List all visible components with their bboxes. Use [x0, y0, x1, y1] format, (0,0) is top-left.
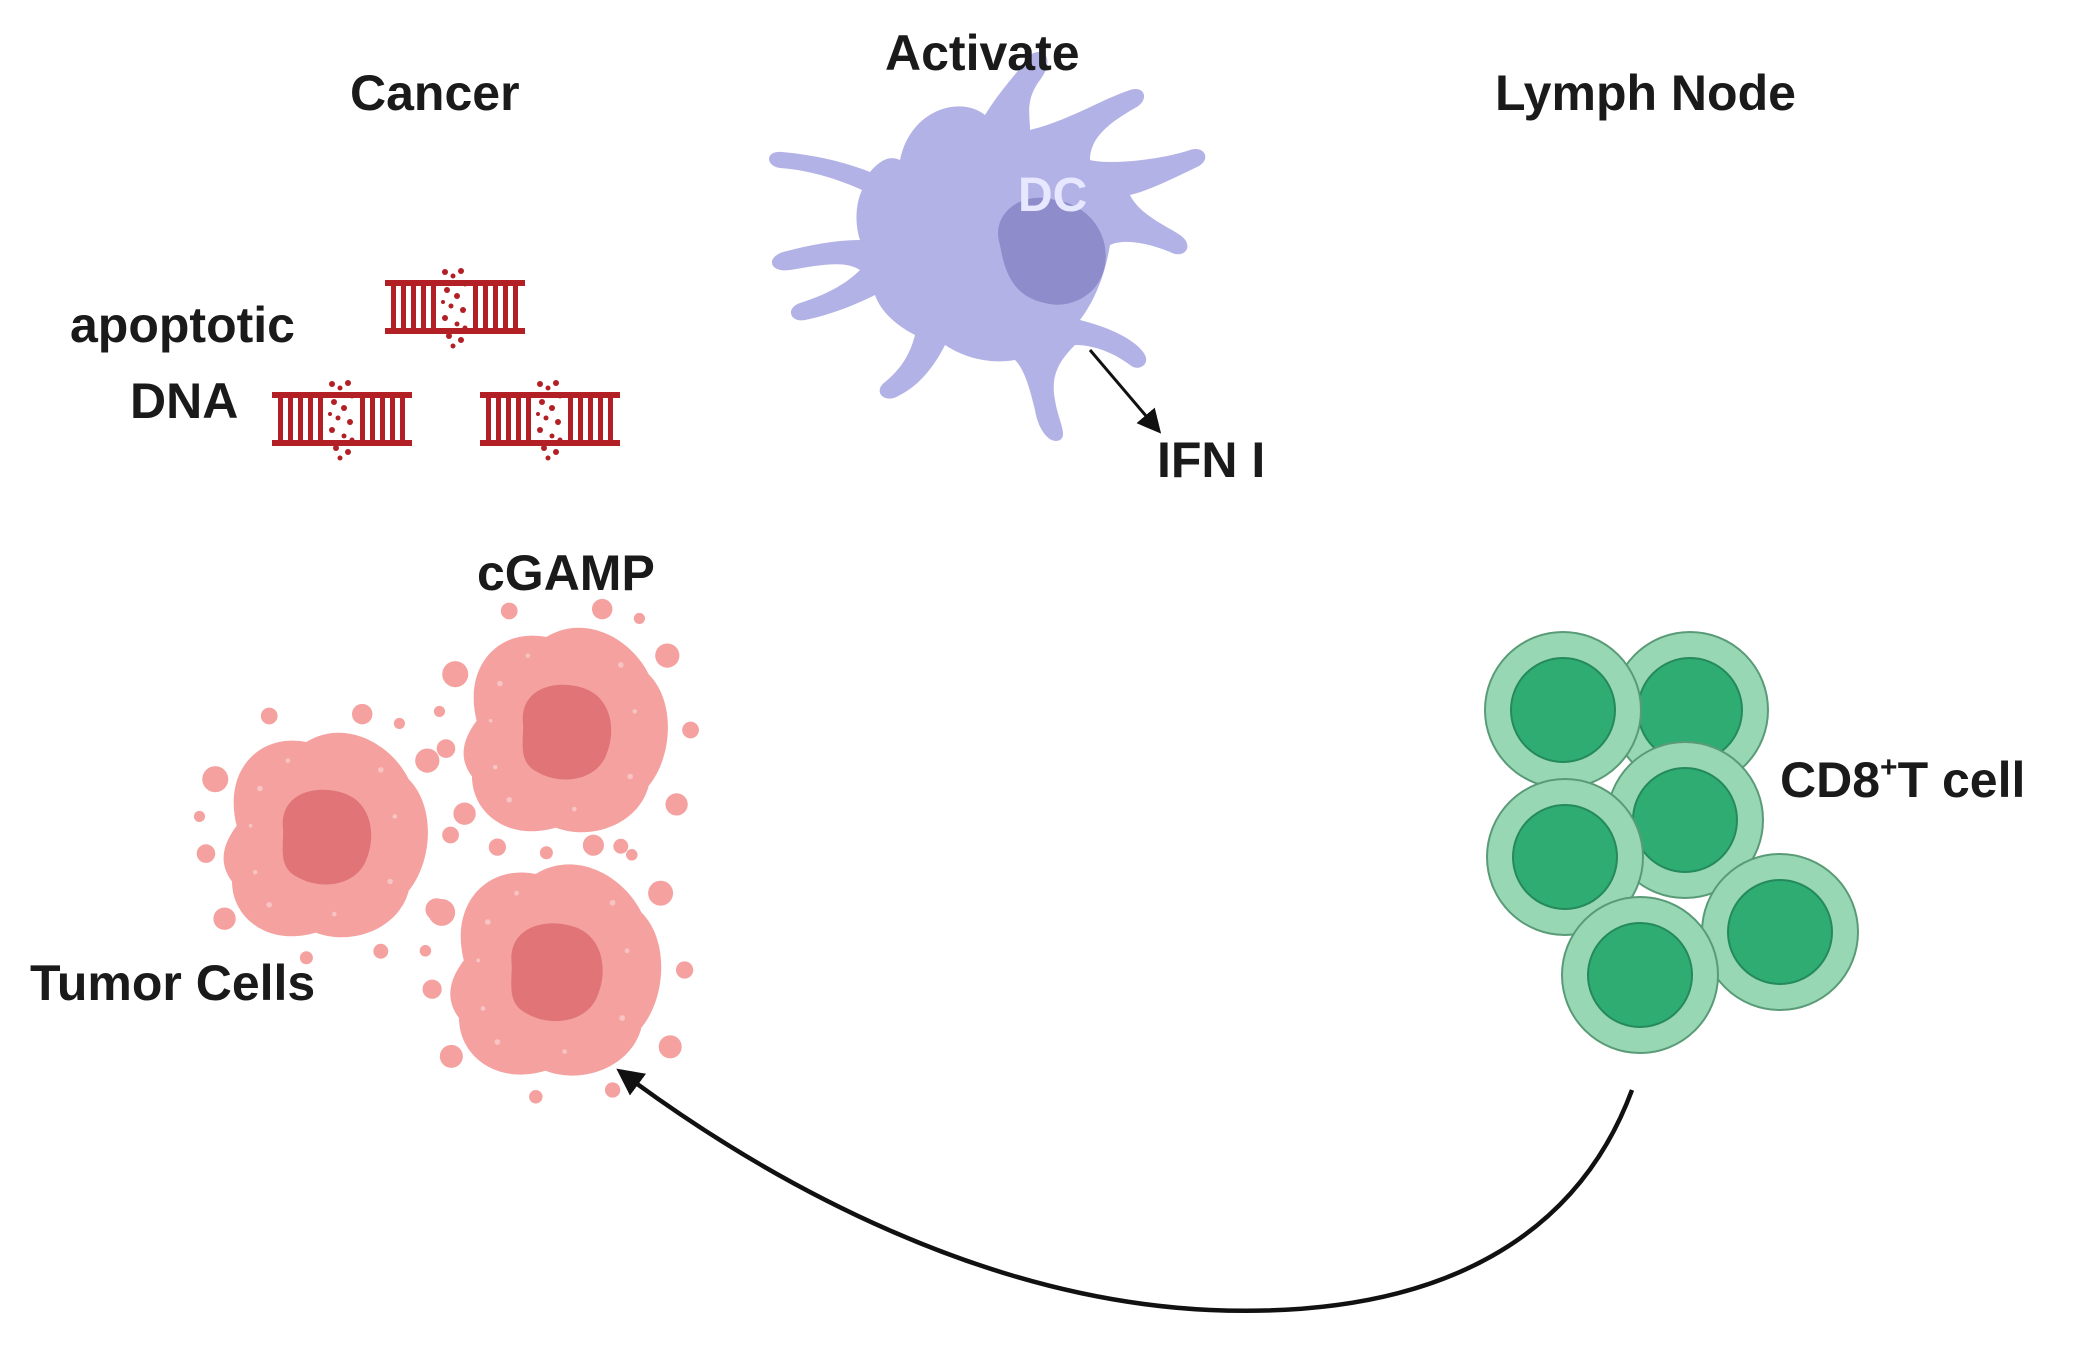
ifn-label: IFN I: [1157, 432, 1266, 488]
cd8-tcell-label: CD8+T cell: [1780, 752, 2026, 808]
dna-label: DNA: [130, 373, 239, 429]
apoptotic-label: apoptotic: [70, 297, 295, 353]
tcell-text: T cell: [1897, 752, 2026, 808]
dna-fragment-2: [272, 380, 412, 461]
cancer-label: Cancer: [350, 65, 520, 121]
dc-to-ifn-arrow: [1088, 349, 1162, 434]
tumor-cell-top: [433, 598, 699, 860]
dendritic-cell: [768, 51, 1206, 441]
cgamp-label: cGAMP: [477, 545, 655, 601]
lymph-node-label: Lymph Node: [1495, 65, 1796, 121]
cd8-superscript: +: [1880, 751, 1898, 785]
dna-fragment-3: [480, 380, 620, 461]
tcell-to-tumor-arrow: [616, 1068, 1635, 1313]
dna-fragment-1: [385, 268, 525, 349]
cd8-text: CD8: [1780, 752, 1881, 808]
tumor-cell-bottom: [419, 834, 694, 1104]
tumor-cell-left: [193, 703, 459, 965]
dc-label: DC: [1018, 169, 1088, 222]
activate-label: Activate: [885, 25, 1080, 81]
tumor-cells-label: Tumor Cells: [30, 955, 316, 1011]
tcell-cluster: [1484, 631, 1859, 1054]
